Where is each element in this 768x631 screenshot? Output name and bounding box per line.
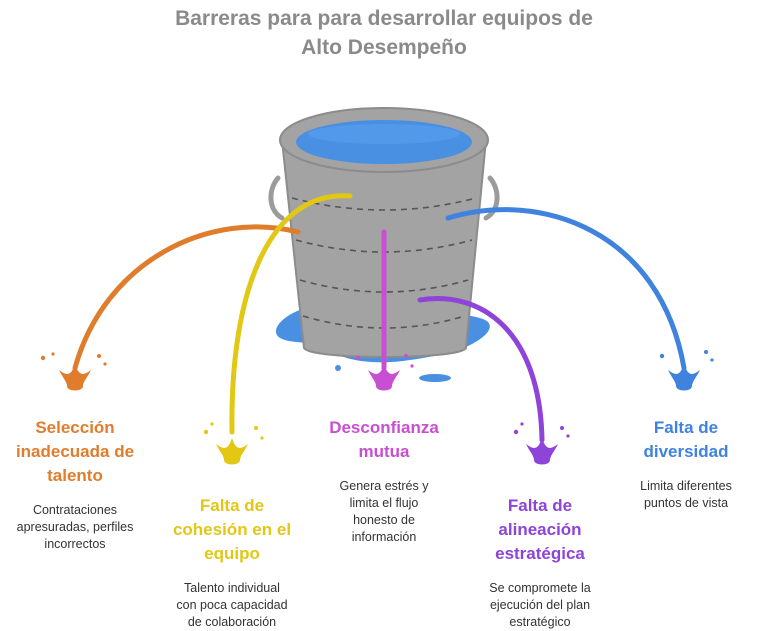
barrier-description-line: apresuradas, perfiles xyxy=(16,520,134,534)
barrier-title-line: Desconfianza xyxy=(329,418,439,437)
splash-icon xyxy=(513,422,570,465)
barrier-title-line: equipo xyxy=(204,544,260,563)
barrier-description-line: ejecución del plan xyxy=(489,598,591,612)
barrier-alineacion: Falta de alineación estratégica Se compr… xyxy=(470,494,610,631)
splash-icon xyxy=(659,350,714,391)
barrier-description-line: Genera estrés y xyxy=(339,479,429,493)
stream-seleccion xyxy=(72,224,301,371)
barrier-seleccion: Selección inadecuada de talento Contrata… xyxy=(10,416,140,553)
barrier-title-line: mutua xyxy=(358,442,410,461)
barrier-title-line: Falta de xyxy=(653,418,719,437)
stream-diversidad xyxy=(445,207,687,371)
barrier-diversidad: Falta de diversidad Limita diferentes pu… xyxy=(616,416,756,512)
barrier-title-line: inadecuada de xyxy=(15,442,135,461)
barrier-description-line: Contrataciones xyxy=(32,503,118,517)
barrier-title-line: Falta de xyxy=(199,496,265,515)
barrier-description-line: incorrectos xyxy=(44,537,106,551)
barrier-description: Se compromete la ejecución del plan estr… xyxy=(470,580,610,631)
stream-cohesion xyxy=(229,193,353,435)
barrier-title: Falta de alineación estratégica xyxy=(470,494,610,566)
splash-icon xyxy=(355,354,414,391)
barrier-description-line: con poca capacidad xyxy=(176,598,288,612)
barrier-description-line: limita el flujo xyxy=(349,496,419,510)
barrier-title-line: alineación xyxy=(498,520,582,539)
barrier-description: Contrataciones apresuradas, perfiles inc… xyxy=(10,502,140,553)
barrier-cohesion: Falta de cohesión en el equipo Talento i… xyxy=(162,494,302,631)
stream-alineacion xyxy=(417,296,545,443)
barrier-description-line: Talento individual xyxy=(184,581,280,595)
barrier-title-line: Selección xyxy=(35,418,115,437)
barrier-title-line: Falta de xyxy=(507,496,573,515)
barrier-description: Genera estrés y limita el flujo honesto … xyxy=(314,478,454,546)
barrier-description-line: de colaboración xyxy=(187,615,277,629)
barrier-description-line: honesto de xyxy=(353,513,415,527)
barrier-title-line: estratégica xyxy=(495,544,585,563)
title-line-1: Barreras para para desarrollar equipos d… xyxy=(175,7,593,30)
splash-icon xyxy=(203,422,264,465)
barrier-title-line: cohesión en el xyxy=(172,520,292,539)
barrier-description-line: puntos de vista xyxy=(643,496,729,510)
barrier-title-line: talento xyxy=(47,466,103,485)
title-line-2: Alto Desempeño xyxy=(301,36,467,59)
barrier-title: Desconfianza mutua xyxy=(314,416,454,464)
barrier-description: Talento individual con poca capacidad de… xyxy=(162,580,302,631)
splash-icon xyxy=(40,352,107,391)
barrier-description: Limita diferentes puntos de vista xyxy=(616,478,756,512)
barrier-description-line: Limita diferentes xyxy=(640,479,732,493)
barrier-title: Falta de diversidad xyxy=(616,416,756,464)
barrier-title: Selección inadecuada de talento xyxy=(10,416,140,488)
barrier-description-line: Se compromete la xyxy=(489,581,591,595)
page-title: Barreras para para desarrollar equipos d… xyxy=(0,4,768,62)
barrier-desconfianza: Desconfianza mutua Genera estrés y limit… xyxy=(314,416,454,546)
barrier-title: Falta de cohesión en el equipo xyxy=(162,494,302,566)
barrier-title-line: diversidad xyxy=(643,442,729,461)
barrier-description-line: estratégico xyxy=(509,615,571,629)
barrier-description-line: información xyxy=(351,530,417,544)
